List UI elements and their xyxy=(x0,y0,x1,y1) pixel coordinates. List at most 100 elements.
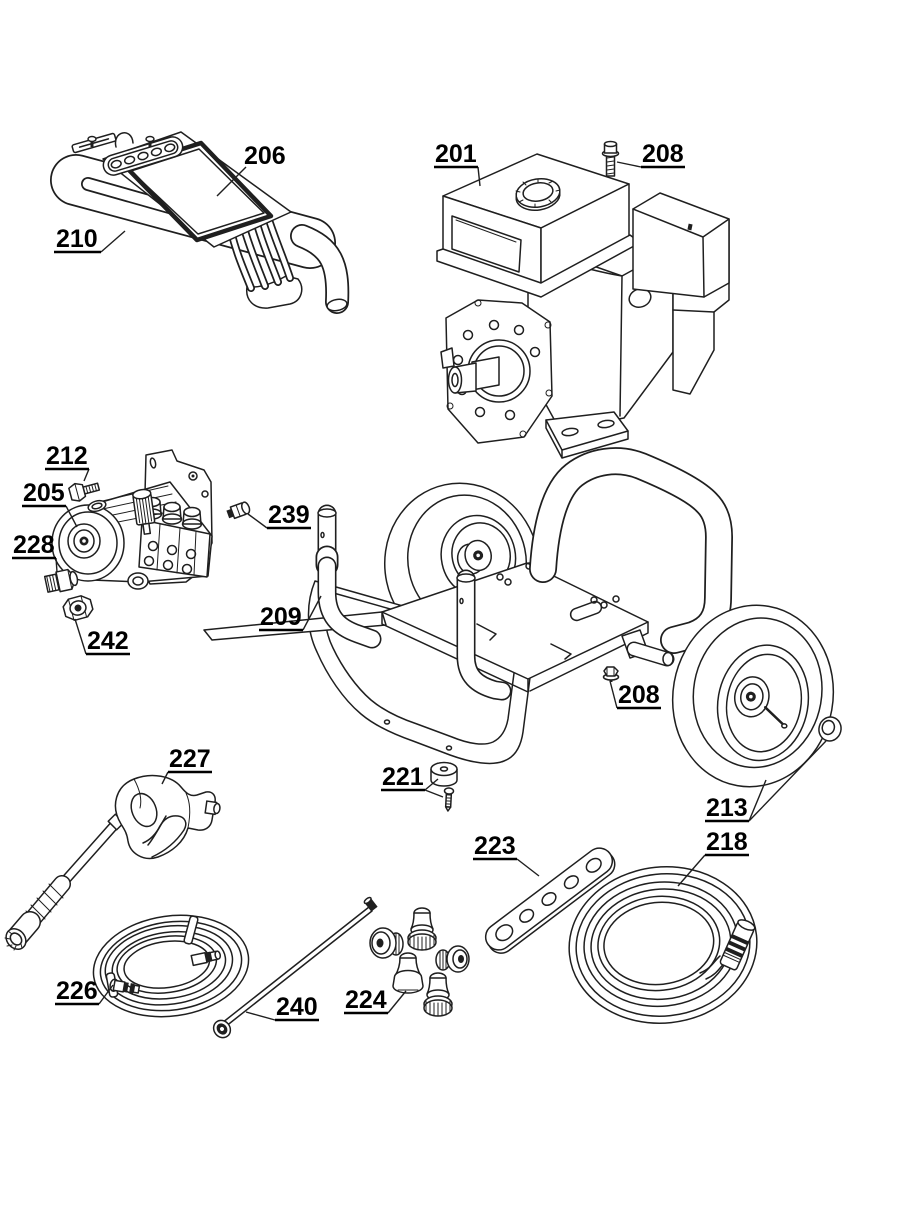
leader-line xyxy=(677,854,706,887)
part-label-224: 224 xyxy=(344,986,407,1015)
leader-line xyxy=(424,789,444,798)
part-number-text: 226 xyxy=(56,977,98,1005)
leader-line xyxy=(98,984,114,1005)
part-number-text: 213 xyxy=(706,794,748,822)
part-number-text: 224 xyxy=(345,986,387,1014)
part-number-text: 205 xyxy=(23,479,65,507)
part-number-text: 218 xyxy=(706,828,748,856)
fuel-cap-drawing xyxy=(515,178,561,211)
part-number-text: 208 xyxy=(618,681,660,709)
part-label-223: 223 xyxy=(473,832,540,877)
part-label-208-frame: 208 xyxy=(609,680,661,710)
nozzle-drawing xyxy=(423,972,453,1017)
leader-line xyxy=(609,680,618,709)
rubber-foot-drawing xyxy=(430,761,458,812)
leader-line xyxy=(516,858,540,877)
part-number-text: 208 xyxy=(642,140,684,168)
hose-fitting-drawing xyxy=(109,978,141,994)
air-filter-box-drawing xyxy=(632,192,730,298)
part-label-213: 213 xyxy=(705,740,827,823)
right-wheel-drawing xyxy=(671,604,835,788)
part-number-text: 227 xyxy=(169,745,211,773)
part-number-text: 223 xyxy=(474,832,516,860)
part-number-text: 210 xyxy=(56,225,98,253)
part-number-text: 240 xyxy=(276,993,318,1021)
part-label-227: 227 xyxy=(161,745,212,785)
nozzle-drawing xyxy=(369,927,404,959)
leader-line xyxy=(161,771,169,785)
spray-gun-drawing xyxy=(4,774,221,951)
axle-drawing xyxy=(621,629,675,667)
leader-line xyxy=(748,740,827,822)
handle-assembly-drawing xyxy=(50,131,350,314)
axle-nut-drawing xyxy=(602,666,620,682)
pump-drawing xyxy=(43,449,251,621)
engine-base-drawing xyxy=(545,411,629,459)
hose-fitting-drawing xyxy=(190,950,222,967)
leader-line xyxy=(424,778,439,791)
leader-line xyxy=(748,779,767,822)
inlet-plug-fitting-drawing xyxy=(43,568,79,593)
part-label-210: 210 xyxy=(54,225,126,254)
leader-line xyxy=(616,161,642,168)
panel-screw-drawing xyxy=(145,135,155,147)
hex-nut-fitting-drawing xyxy=(62,595,94,621)
nozzle-drawing xyxy=(407,907,437,951)
part-number-text: 206 xyxy=(244,142,286,170)
part-label-208-engine: 208 xyxy=(616,140,685,169)
leader-line xyxy=(245,1011,276,1021)
leader-line xyxy=(302,595,322,631)
leader-line xyxy=(100,230,126,253)
part-number-text: 228 xyxy=(13,531,55,559)
hose-barb-fitting-drawing xyxy=(226,501,251,520)
crankcase-drawing xyxy=(440,299,553,444)
part-label-228: 228 xyxy=(12,531,58,573)
pump-oil-cap-drawing xyxy=(87,499,107,513)
control-panel-drawing xyxy=(71,131,292,248)
crankshaft-drawing xyxy=(440,347,500,394)
pump-valve-block-drawing xyxy=(138,519,211,578)
nozzle-drawing xyxy=(435,945,470,973)
leader-line xyxy=(477,166,481,187)
pump-bolt-drawing xyxy=(68,482,101,502)
cart-frame-drawing xyxy=(203,447,842,812)
hose-end-fitting-drawing xyxy=(719,919,756,971)
wand-drawing xyxy=(212,896,378,1039)
nozzle-plate-drawing xyxy=(484,847,616,954)
part-number-text: 209 xyxy=(260,603,302,631)
part-label-218: 218 xyxy=(677,828,749,887)
part-label-239: 239 xyxy=(247,501,311,530)
garden-hose-drawing xyxy=(92,914,250,1018)
part-number-text: 221 xyxy=(382,763,424,791)
engine-drawing xyxy=(436,140,730,459)
right-loop-drawing xyxy=(529,447,734,654)
foot-screw-drawing xyxy=(443,787,455,812)
callout-labels-layer: 210 206 201 208 212 205 228 242 239 209 208 221 213 2… xyxy=(12,140,827,1022)
part-label-226: 226 xyxy=(55,977,114,1006)
leader-line xyxy=(247,513,268,529)
part-label-221: 221 xyxy=(381,763,444,798)
leader-line xyxy=(83,468,90,482)
pressure-hose-drawing xyxy=(568,866,758,1024)
part-label-242: 242 xyxy=(74,618,130,656)
part-label-205: 205 xyxy=(22,479,78,528)
leader-line xyxy=(55,557,58,573)
part-label-206: 206 xyxy=(216,142,286,197)
leader-line xyxy=(65,505,78,528)
part-label-240: 240 xyxy=(245,993,319,1022)
nozzle-drawing xyxy=(392,952,424,994)
leader-line xyxy=(387,990,407,1014)
leader-line xyxy=(74,618,87,655)
gun-outlet-drawing xyxy=(204,800,221,816)
pump-plug-drawing xyxy=(161,501,183,525)
part-number-text: 212 xyxy=(46,442,88,470)
engine-bolt-drawing xyxy=(601,140,620,177)
part-number-text: 201 xyxy=(435,140,477,168)
part-label-212: 212 xyxy=(45,442,90,482)
part-label-209: 209 xyxy=(259,595,322,632)
fuel-tank-drawing xyxy=(436,153,635,298)
nozzle-kit-drawing xyxy=(369,907,470,1017)
handle-tube-left-drawing xyxy=(315,504,382,649)
